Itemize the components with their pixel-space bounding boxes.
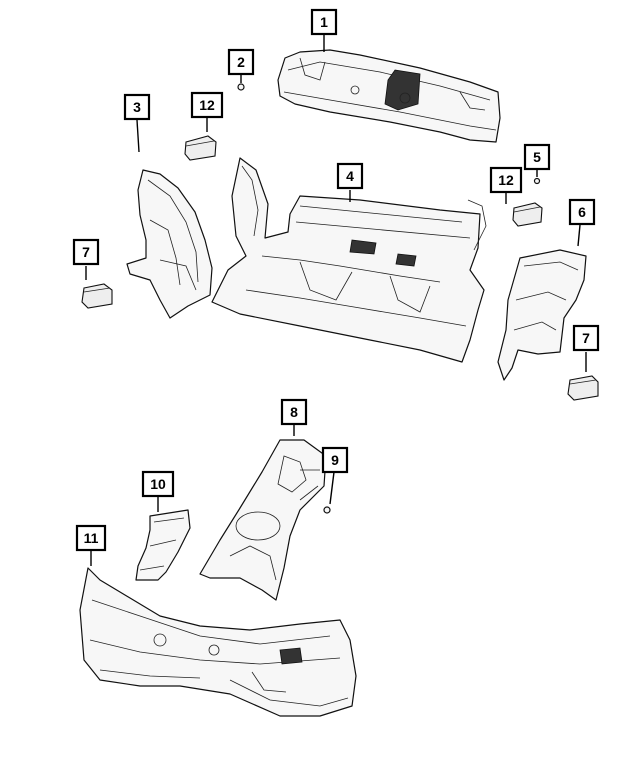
leader-lines: [85, 34, 587, 566]
callout-7-left: 7: [72, 238, 100, 266]
callout-4-label: 4: [346, 168, 354, 184]
part-7-pad-right: [567, 375, 599, 401]
callout-8-label: 8: [290, 404, 298, 420]
part-3-left-quarter-silencer: [126, 169, 213, 319]
callout-12-left: 12: [190, 91, 224, 119]
callout-8: 8: [280, 398, 308, 426]
callout-10: 10: [141, 470, 175, 498]
callout-5-label: 5: [533, 149, 541, 165]
callout-6-label: 6: [578, 204, 586, 220]
callout-9: 9: [321, 446, 349, 474]
callout-11-label: 11: [84, 530, 99, 546]
callout-4: 4: [336, 162, 364, 190]
callout-7-left-label: 7: [82, 244, 90, 260]
callout-12-right-label: 12: [498, 172, 514, 188]
part-1-rear-shelf-silencer: [277, 49, 501, 143]
part-7-pad-left: [81, 283, 113, 309]
callout-2-label: 2: [237, 54, 245, 70]
callout-2: 2: [227, 48, 255, 76]
callout-7-right: 7: [572, 324, 600, 352]
callout-1-label: 1: [320, 14, 328, 30]
callout-3: 3: [123, 93, 151, 121]
part-10-side-silencer: [135, 509, 191, 581]
part-9-fastener: [323, 506, 331, 514]
callout-6: 6: [568, 198, 596, 226]
callout-7-right-label: 7: [582, 330, 590, 346]
callout-5: 5: [523, 143, 551, 171]
part-11-dash-silencer: [79, 567, 357, 717]
part-2-nut: [237, 83, 245, 91]
part-4-floor-silencer: [211, 157, 487, 363]
callout-3-label: 3: [133, 99, 141, 115]
part-6-right-quarter-silencer: [497, 249, 587, 381]
part-5-nut: [533, 177, 541, 185]
callout-11: 11: [75, 524, 107, 552]
callout-10-label: 10: [150, 476, 166, 492]
part-8-tunnel-silencer: [199, 439, 327, 601]
part-12-pad-right: [512, 202, 543, 227]
callout-12-right: 12: [489, 166, 523, 194]
callout-12-left-label: 12: [199, 97, 215, 113]
callout-9-label: 9: [331, 452, 339, 468]
callout-1: 1: [310, 8, 338, 36]
part-12-pad-left: [184, 135, 217, 161]
